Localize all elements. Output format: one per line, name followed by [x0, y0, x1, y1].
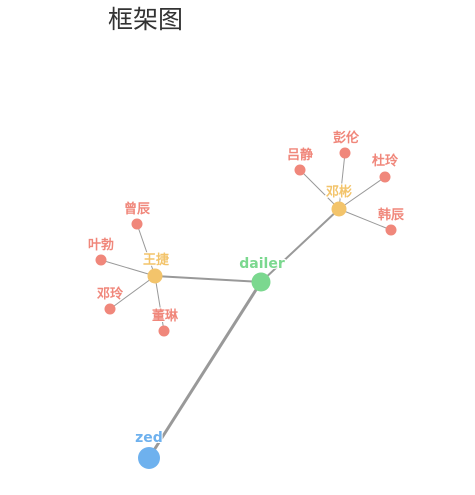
edge-dailer-g2: [260, 208, 340, 283]
node-label-g2: 邓彬: [326, 184, 352, 200]
node-label-zed: zed: [135, 430, 163, 446]
node-g2[interactable]: [331, 201, 347, 217]
node-zed[interactable]: [138, 447, 160, 469]
node-label-l7: 杜玲: [372, 153, 399, 169]
node-l2[interactable]: [95, 254, 107, 266]
node-label-dailer: dailer: [239, 256, 285, 272]
edge-layer: [100, 152, 392, 459]
node-l6[interactable]: [339, 147, 351, 159]
edge-g2-l7: [338, 176, 386, 210]
node-l5[interactable]: [294, 164, 306, 176]
edge-g2-l5: [299, 169, 340, 210]
node-l4[interactable]: [158, 325, 170, 337]
node-label-l3: 邓玲: [97, 286, 124, 302]
node-label-l8: 韩辰: [378, 207, 405, 223]
node-l7[interactable]: [379, 171, 391, 183]
edge-g1-l4: [154, 275, 165, 332]
edge-g2-l8: [338, 208, 392, 231]
edge-zed-dailer: [147, 281, 263, 459]
edge-g1-l2: [100, 259, 156, 277]
node-layer: [95, 147, 397, 469]
node-label-l5: 吕静: [287, 147, 313, 163]
edge-g2-l6: [338, 152, 346, 210]
node-label-l4: 董琳: [152, 308, 179, 324]
node-l3[interactable]: [104, 303, 116, 315]
diagram-title: 框架图: [108, 5, 184, 34]
edge-dailer-g1: [154, 275, 262, 283]
node-label-l6: 彭伦: [333, 130, 360, 146]
node-label-l2: 叶勃: [88, 237, 114, 253]
node-label-l1: 曾辰: [124, 201, 151, 217]
node-g1[interactable]: [147, 268, 163, 284]
node-dailer[interactable]: [251, 272, 271, 292]
node-label-g1: 王捷: [143, 252, 170, 268]
node-l1[interactable]: [131, 218, 143, 230]
node-l8[interactable]: [385, 224, 397, 236]
edge-g1-l3: [109, 275, 156, 310]
edge-g1-l1: [136, 223, 156, 277]
